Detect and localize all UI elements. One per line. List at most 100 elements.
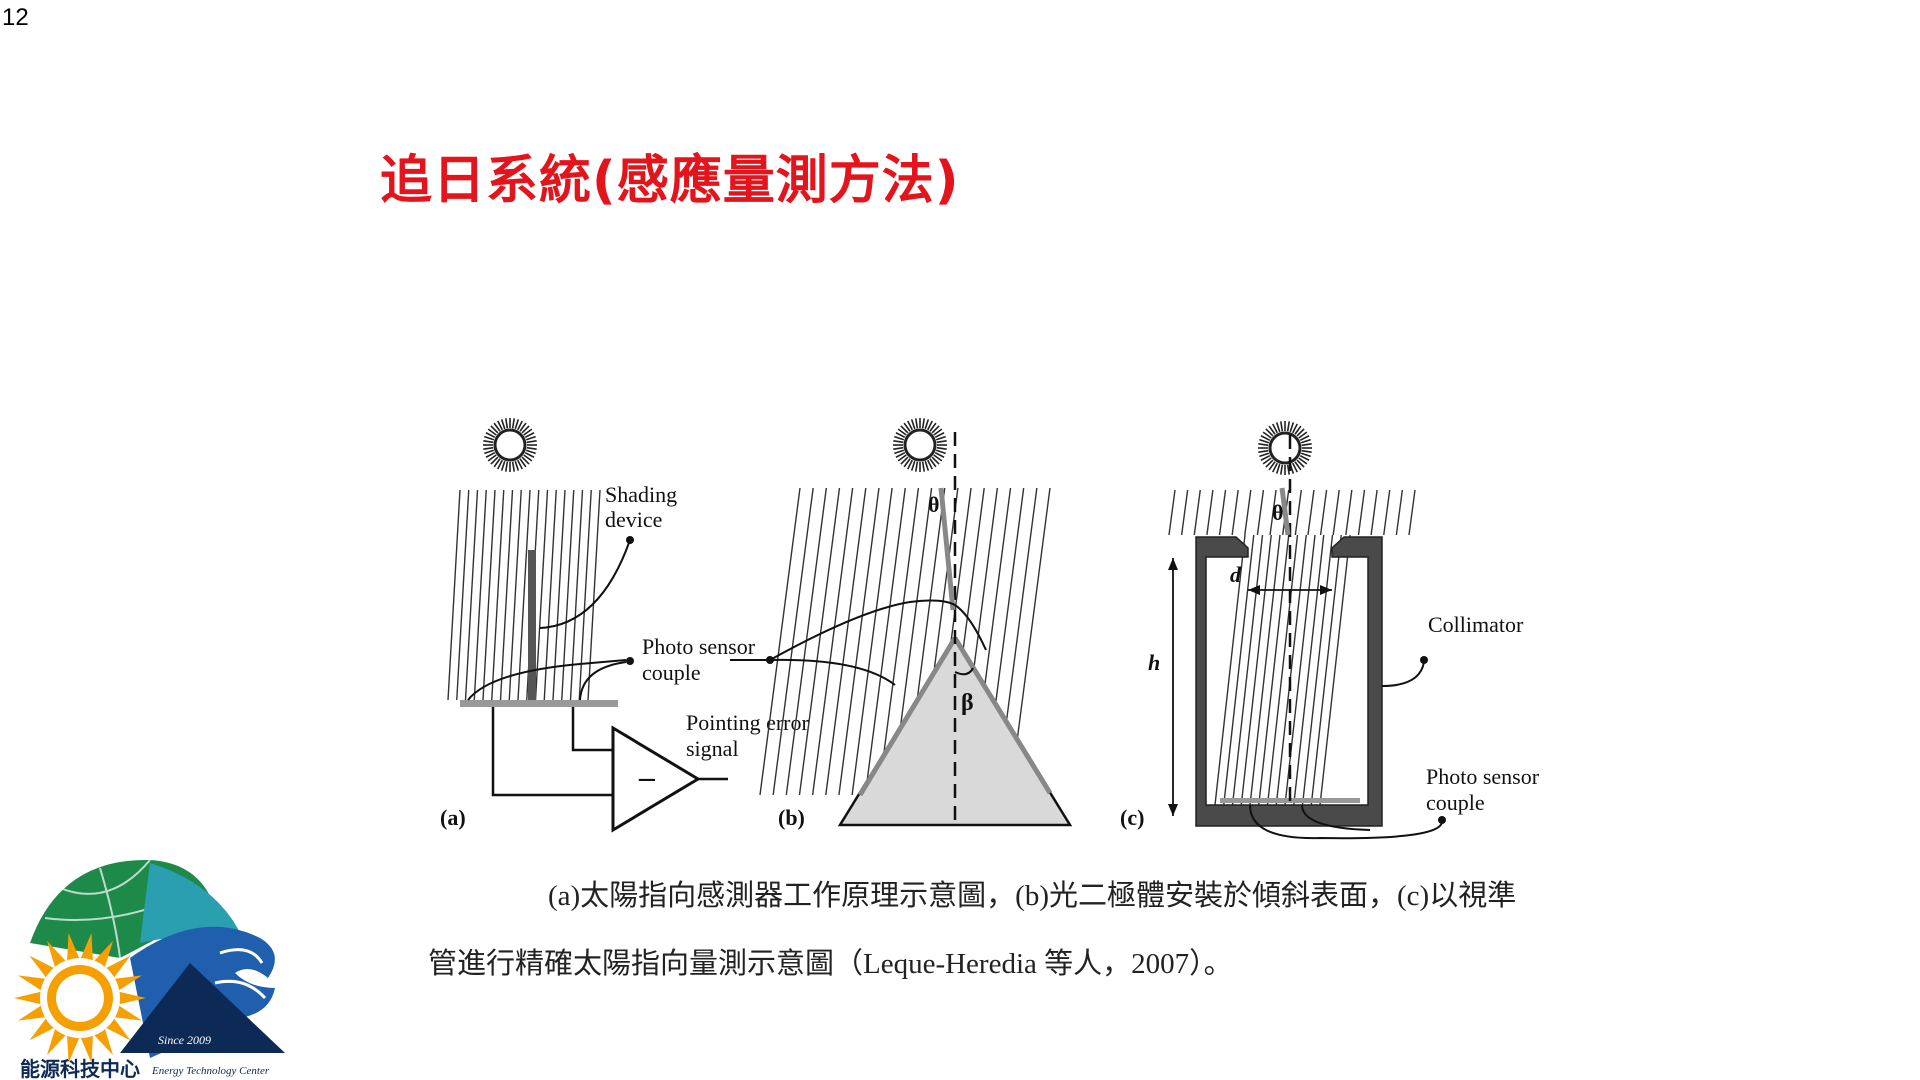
h-arrow-head-top xyxy=(1168,558,1178,570)
logo-sun-ray xyxy=(117,991,146,1005)
sun-ray xyxy=(485,432,496,438)
logo-sun-icon xyxy=(14,933,146,1063)
logo-sun-ray xyxy=(67,933,80,963)
sun-ray xyxy=(927,420,933,431)
shading-label-1: Shading xyxy=(605,482,677,507)
sun-ray xyxy=(1272,462,1278,473)
light-rays-c xyxy=(1168,489,1416,536)
ray-theta-b xyxy=(938,487,956,611)
light-ray xyxy=(473,489,487,701)
sun-ray xyxy=(1301,442,1312,447)
sun-ray xyxy=(514,460,520,471)
shading-leader-dot xyxy=(626,536,634,544)
logo-sun-ray xyxy=(80,933,93,963)
sun-ray xyxy=(921,461,926,472)
sun-ray xyxy=(497,459,503,470)
sun-ray xyxy=(517,459,523,470)
light-ray xyxy=(838,487,880,796)
sun-ray xyxy=(1275,463,1281,474)
sensor-plate-c-left xyxy=(1220,798,1290,803)
logo-sun-ray xyxy=(92,940,113,969)
sun-ray xyxy=(907,459,913,470)
light-ray xyxy=(1206,489,1214,536)
sun-ray xyxy=(483,439,494,444)
minus-sign: − xyxy=(636,765,658,795)
sun-icon-c xyxy=(1258,421,1312,475)
h-label: h xyxy=(1148,650,1160,675)
sun-ray xyxy=(895,432,906,438)
d-arrow-head-right xyxy=(1320,585,1332,595)
logo-sun-center xyxy=(56,974,104,1022)
light-ray xyxy=(1266,534,1299,806)
shading-leader xyxy=(539,539,631,629)
light-ray xyxy=(1249,534,1281,806)
sun-ray xyxy=(1300,452,1311,458)
sun-ray xyxy=(924,460,930,471)
logo-wave-foam xyxy=(214,948,267,1000)
sun-ray xyxy=(935,449,946,455)
sun-ray xyxy=(521,456,530,465)
sun-ray xyxy=(900,425,909,434)
photo-sensor-label-a-2: couple xyxy=(642,660,701,685)
signal-wire-a-2 xyxy=(571,707,613,752)
light-ray xyxy=(877,487,920,796)
sun-ray xyxy=(931,456,940,465)
light-ray xyxy=(1258,534,1290,806)
sun-ray xyxy=(511,461,516,472)
sun-icon-b xyxy=(893,418,947,472)
light-ray xyxy=(1319,489,1328,536)
panel-c: θ d h Collimator Photo sensor couple (c) xyxy=(1120,421,1540,840)
sun-ray xyxy=(1299,435,1310,441)
theta-label-b: θ xyxy=(928,492,939,517)
light-ray xyxy=(772,487,814,796)
sun-ray xyxy=(893,446,904,451)
sun-ray xyxy=(910,460,916,471)
logo-sun-ray xyxy=(47,1027,68,1056)
light-ray xyxy=(1256,489,1265,536)
sun-ray xyxy=(504,461,509,472)
sun-ray xyxy=(1286,421,1291,432)
pointing-error-label-1: Pointing error xyxy=(686,710,809,735)
sun-ray xyxy=(910,419,916,430)
sun-icon-a xyxy=(483,418,537,472)
sun-ray xyxy=(484,435,495,441)
light-ray xyxy=(1269,489,1277,536)
sun-ray xyxy=(490,456,499,465)
light-ray xyxy=(1395,489,1404,536)
sun-ray xyxy=(487,454,497,462)
light-ray xyxy=(1293,534,1325,806)
sun-ray xyxy=(1294,425,1302,435)
sun-ray xyxy=(1292,423,1298,434)
prism-edge-b-left xyxy=(857,636,958,797)
sun-ray xyxy=(934,432,945,438)
light-ray xyxy=(1244,489,1252,536)
sun-ray xyxy=(1259,452,1270,458)
sun-ray xyxy=(927,459,933,470)
light-ray xyxy=(1180,489,1189,536)
sun-ray xyxy=(897,428,907,436)
shading-label-2: device xyxy=(605,507,662,532)
beta-label: β xyxy=(961,690,974,716)
sun-ray xyxy=(1268,425,1276,435)
caption-line-2: 管進行精確太陽指向量測示意圖（Leque-Heredia 等人，2007）。 xyxy=(428,948,1233,980)
logo-sun-ray xyxy=(17,975,48,992)
sun-ray xyxy=(924,419,930,430)
sun-ray xyxy=(933,454,943,462)
panel-a-tag: (a) xyxy=(440,805,466,830)
light-ray xyxy=(1231,534,1264,806)
logo-name-en: Energy Technology Center xyxy=(151,1065,270,1077)
light-rays-a xyxy=(447,489,601,701)
light-ray xyxy=(759,487,801,796)
sun-ray xyxy=(1265,428,1274,437)
light-ray xyxy=(552,489,566,701)
energy-tech-center-logo: Since 2009 能源科技中心 Energy Technology Cent… xyxy=(0,848,300,1080)
sun-ray xyxy=(504,418,509,429)
h-arrow-head-bottom xyxy=(1168,804,1178,816)
collimator-leader-dot xyxy=(1420,656,1428,664)
light-ray xyxy=(456,489,470,701)
sun-core xyxy=(1268,431,1302,465)
sun-ray xyxy=(914,461,919,472)
sun-ray xyxy=(525,435,536,441)
collimator-leader xyxy=(1381,661,1425,687)
sun-core xyxy=(493,428,527,462)
